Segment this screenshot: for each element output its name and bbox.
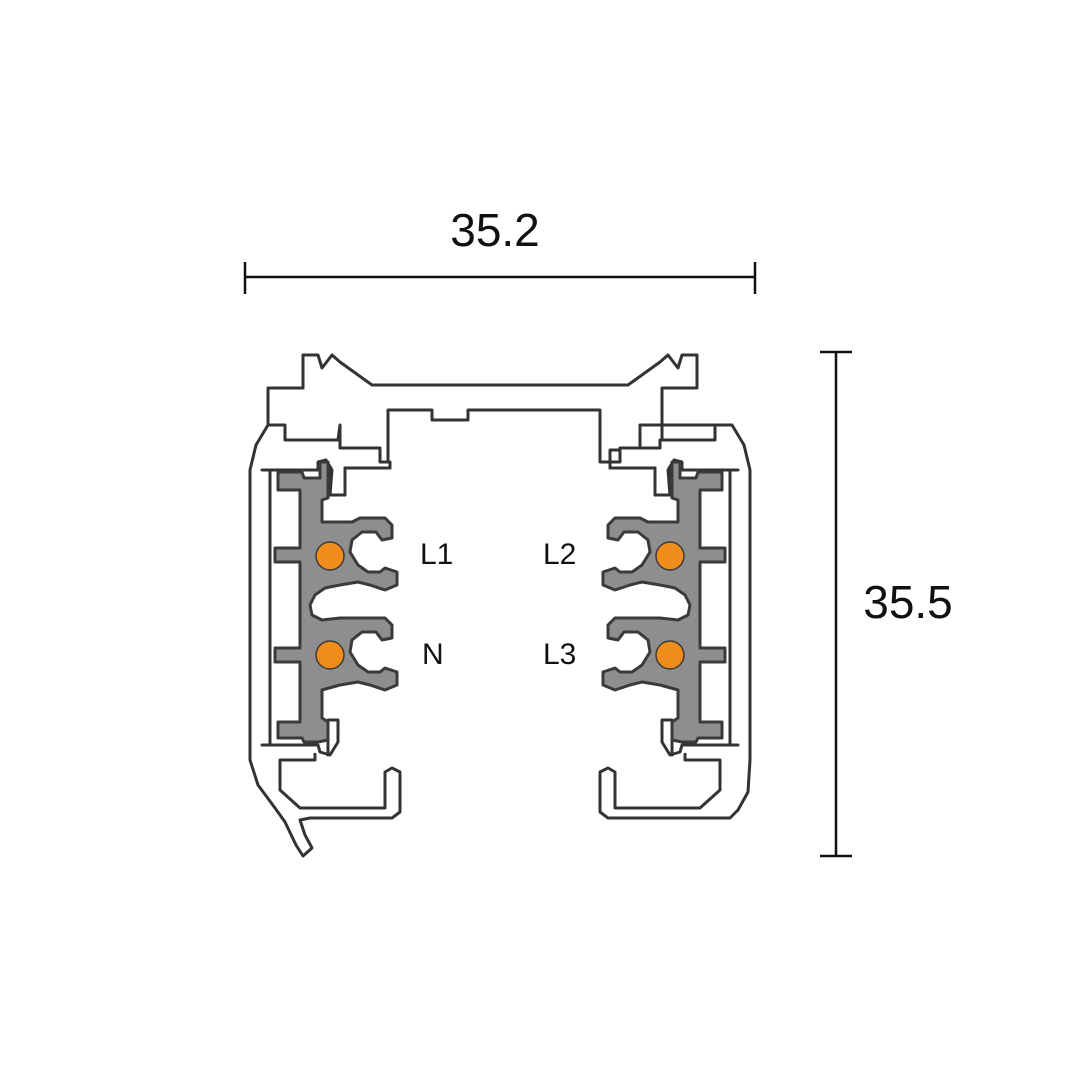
label-l1: L1 bbox=[420, 538, 453, 571]
left-insulator bbox=[273, 460, 399, 744]
right-wall bbox=[598, 423, 752, 820]
conductor-l1 bbox=[315, 541, 345, 571]
conductor-l2 bbox=[655, 541, 685, 571]
width-dim-label: 35.2 bbox=[450, 204, 540, 256]
label-l3: L3 bbox=[543, 638, 576, 671]
conductor-n bbox=[315, 640, 345, 670]
width-dimension: 35.2 bbox=[243, 204, 757, 294]
right-insulator bbox=[601, 460, 727, 744]
conductor-l3 bbox=[655, 640, 685, 670]
top-mounting-channel bbox=[266, 353, 730, 464]
label-l2: L2 bbox=[543, 538, 576, 571]
left-bottom-lip bbox=[260, 718, 340, 757]
height-dimension: 35.5 bbox=[820, 350, 953, 858]
height-dim-label: 35.5 bbox=[863, 576, 953, 628]
track-profile bbox=[248, 353, 752, 858]
label-n: N bbox=[422, 638, 444, 671]
right-bottom-lip bbox=[660, 718, 740, 757]
